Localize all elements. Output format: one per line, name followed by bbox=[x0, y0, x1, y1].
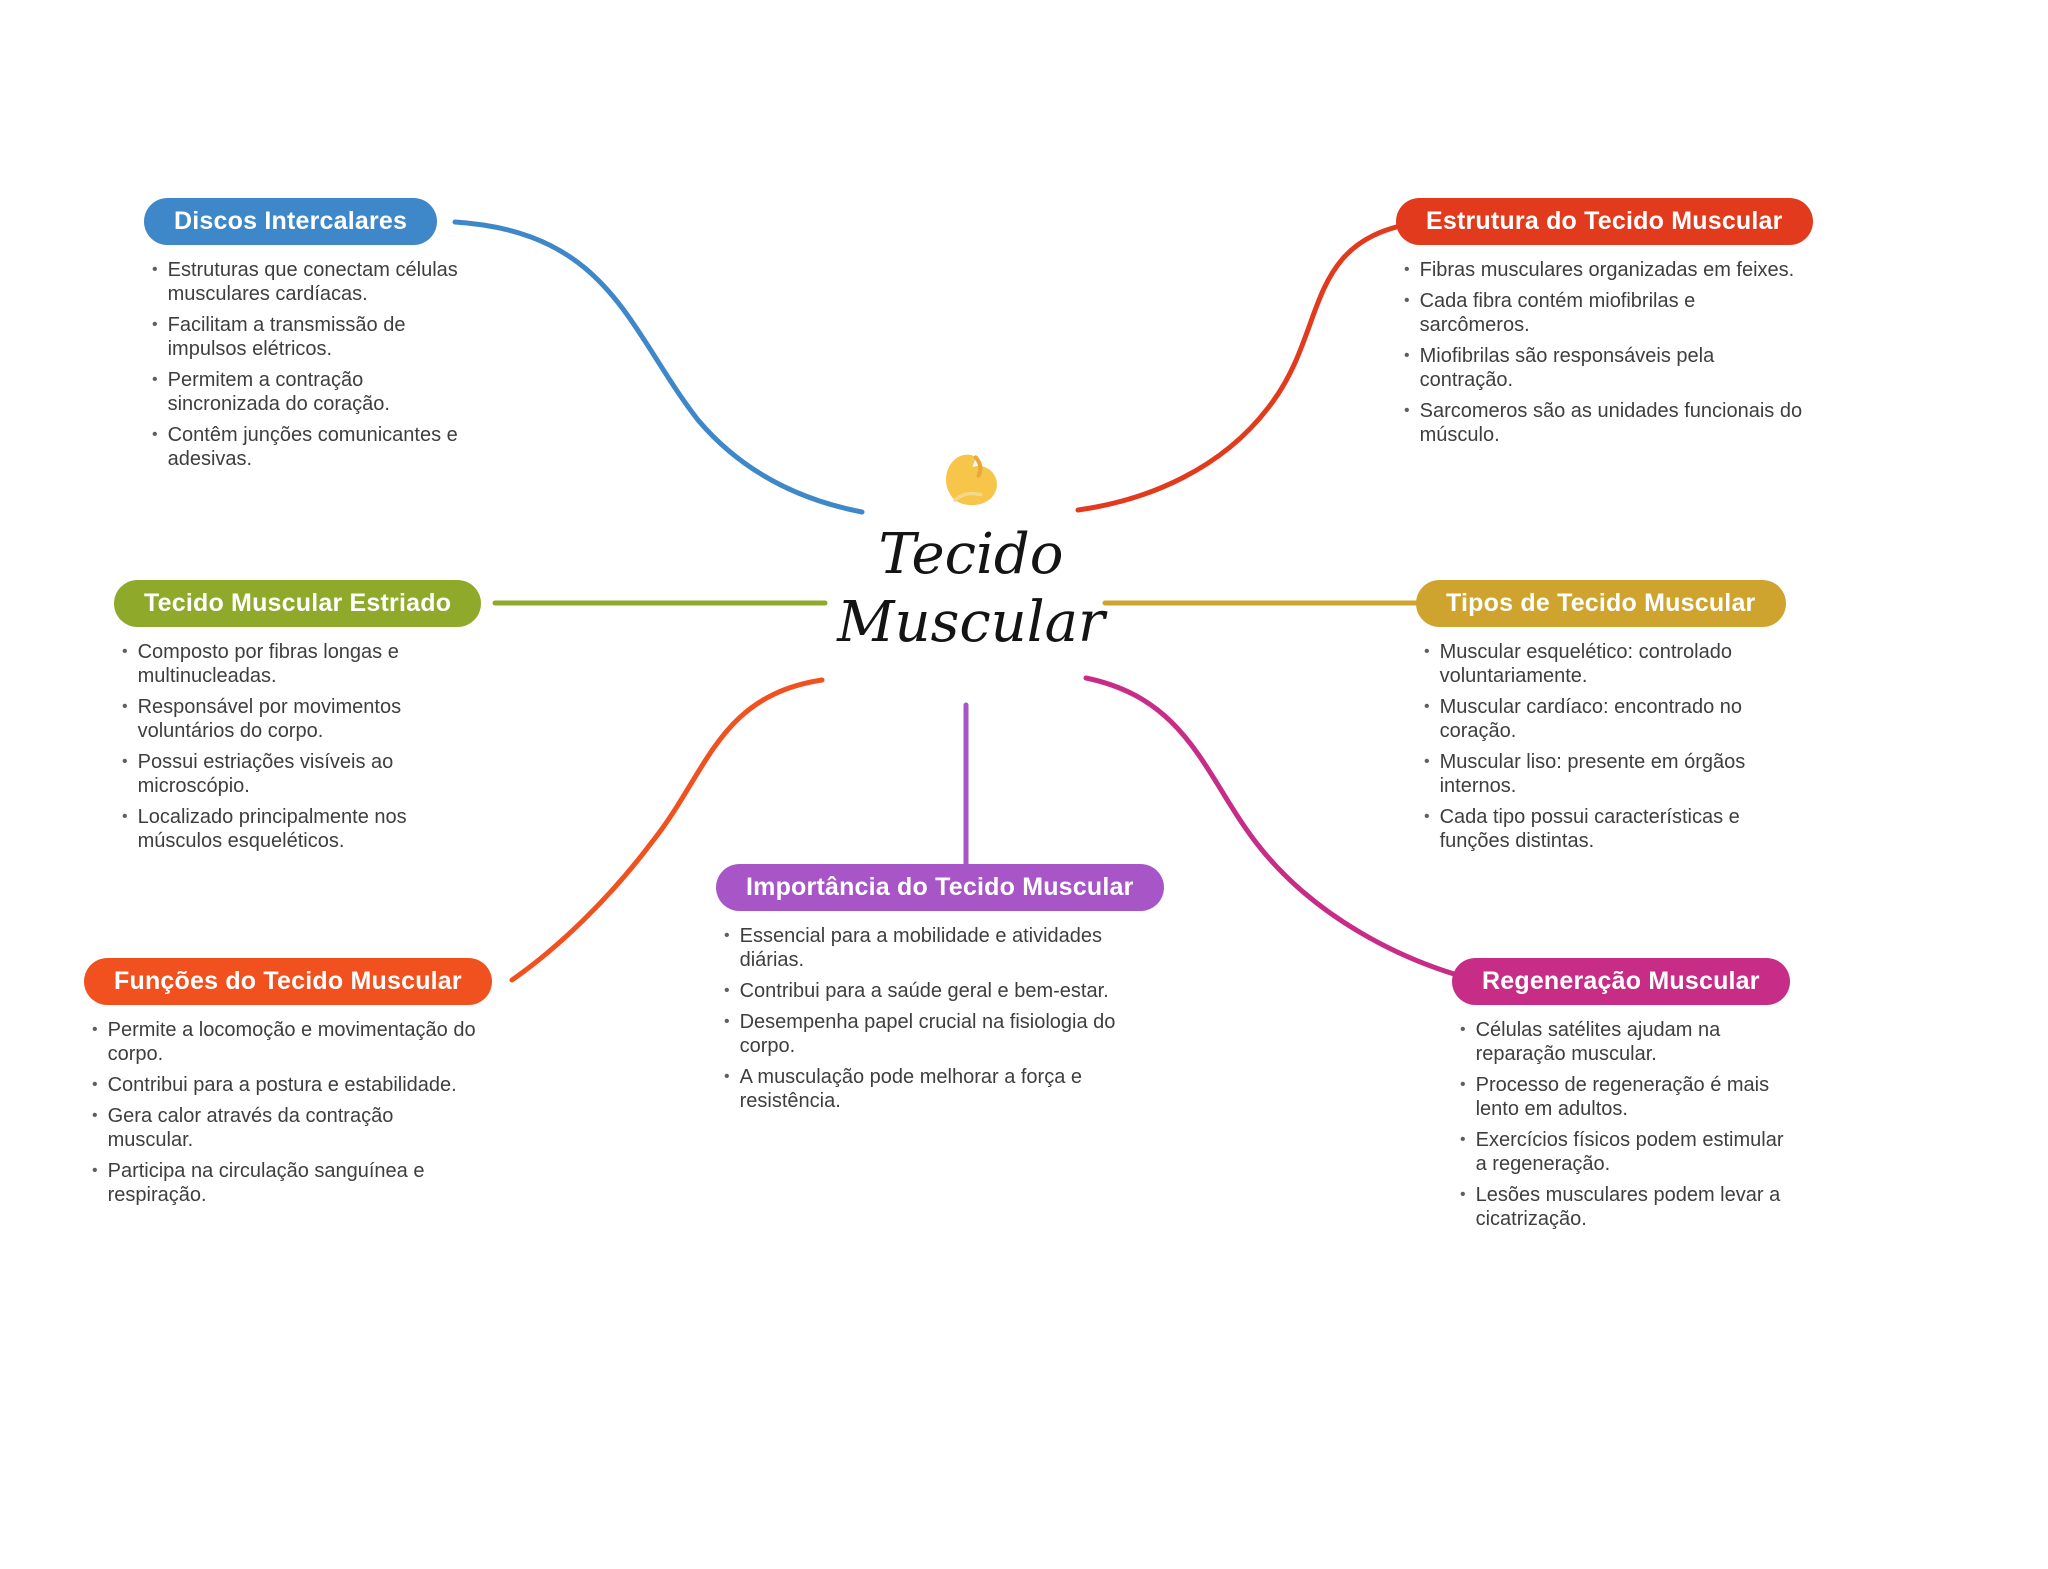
branch-header: Tecido Muscular Estriado bbox=[114, 580, 482, 627]
branch-header: Discos Intercalares bbox=[144, 198, 438, 245]
bullet-dot: • bbox=[92, 1076, 98, 1093]
connector-funcoes bbox=[509, 677, 825, 983]
bullet-dot: • bbox=[122, 808, 128, 825]
bullet-item: •Cada tipo possui características e funç… bbox=[1424, 806, 1740, 852]
bullet-dot: • bbox=[1404, 402, 1410, 419]
bullet-dot: • bbox=[1424, 643, 1430, 660]
connector-discos-intercalares bbox=[452, 219, 865, 515]
bullet-item: •Muscular liso: presente em órgãos inter… bbox=[1424, 751, 1746, 797]
connector-regeneracao bbox=[1083, 675, 1478, 983]
center-title: Tecido Muscular bbox=[806, 521, 1136, 658]
bullet-item: •Responsável por movimentos voluntários … bbox=[122, 696, 402, 742]
bullet-list: •Fibras musculares organizadas em feixes… bbox=[1404, 258, 1806, 447]
bullet-item: •Muscular cardíaco: encontrado no coraçã… bbox=[1424, 696, 1743, 742]
branch-header: Regeneração Muscular bbox=[1452, 958, 1790, 1005]
bullet-item: •Contêm junções comunicantes e adesivas. bbox=[152, 424, 458, 470]
bullet-dot: • bbox=[724, 927, 730, 944]
connector-estrutura bbox=[1075, 219, 1425, 513]
bullet-dot: • bbox=[152, 316, 158, 333]
branch-header: Tipos de Tecido Muscular bbox=[1416, 580, 1786, 627]
bullet-item: •Facilitam a transmissão de impulsos elé… bbox=[152, 314, 406, 360]
bullet-item: •Contribui para a saúde geral e bem-esta… bbox=[724, 980, 1109, 1002]
bullet-dot: • bbox=[92, 1021, 98, 1038]
bullet-dot: • bbox=[1460, 1021, 1466, 1038]
branch-importancia-do-tecido-muscular: Importância do Tecido Muscular •Essencia… bbox=[716, 864, 1164, 1113]
bullet-item: •Participa na circulação sanguínea e res… bbox=[92, 1160, 425, 1206]
bullet-dot: • bbox=[1460, 1076, 1466, 1093]
bullet-dot: • bbox=[152, 261, 158, 278]
branch-regeneracao-muscular: Regeneração Muscular •Células satélites … bbox=[1452, 958, 1798, 1231]
branch-header: Importância do Tecido Muscular bbox=[716, 864, 1164, 911]
bullet-item: •Células satélites ajudam na reparação m… bbox=[1460, 1019, 1721, 1065]
bullet-list: •Composto por fibras longas e multinucle… bbox=[122, 640, 428, 853]
bullet-dot: • bbox=[92, 1107, 98, 1124]
bullet-list: •Permite a locomoção e movimentação do c… bbox=[92, 1018, 482, 1207]
bullet-item: •Composto por fibras longas e multinucle… bbox=[122, 641, 399, 687]
bullet-item: •Permite a locomoção e movimentação do c… bbox=[92, 1019, 476, 1065]
bullet-item: •Fibras musculares organizadas em feixes… bbox=[1404, 259, 1795, 281]
center-title-line2: Muscular bbox=[837, 590, 1105, 656]
bullet-dot: • bbox=[122, 753, 128, 770]
bullet-dot: • bbox=[92, 1162, 98, 1179]
branch-discos-intercalares: Discos Intercalares •Estruturas que cone… bbox=[144, 198, 464, 471]
bullet-dot: • bbox=[1424, 698, 1430, 715]
bullet-item: •Muscular esquelético: controlado volunt… bbox=[1424, 641, 1732, 687]
bullet-dot: • bbox=[1424, 808, 1430, 825]
bullet-item: •A musculação pode melhorar a força e re… bbox=[724, 1066, 1083, 1112]
bullet-list: •Estruturas que conectam células muscula… bbox=[152, 258, 464, 471]
bullet-item: •Lesões musculares podem levar a cicatri… bbox=[1460, 1184, 1781, 1230]
center-node: Tecido Muscular bbox=[806, 440, 1136, 658]
bullet-item: •Exercícios físicos podem estimular a re… bbox=[1460, 1129, 1784, 1175]
bullet-item: •Contribui para a postura e estabilidade… bbox=[92, 1074, 457, 1096]
branch-estrutura-do-tecido-muscular: Estrutura do Tecido Muscular •Fibras mus… bbox=[1396, 198, 1813, 447]
bullet-item: •Essencial para a mobilidade e atividade… bbox=[724, 925, 1103, 971]
bullet-list: •Células satélites ajudam na reparação m… bbox=[1460, 1018, 1798, 1231]
bullet-item: •Gera calor através da contração muscula… bbox=[92, 1105, 394, 1151]
branch-header: Estrutura do Tecido Muscular bbox=[1396, 198, 1813, 245]
bullet-item: •Desempenha papel crucial na fisiologia … bbox=[724, 1011, 1116, 1057]
bullet-dot: • bbox=[724, 1013, 730, 1030]
bullet-dot: • bbox=[1404, 347, 1410, 364]
flexed-biceps-icon bbox=[933, 440, 1009, 516]
bullet-dot: • bbox=[1460, 1186, 1466, 1203]
bullet-item: •Possui estriações visíveis ao microscóp… bbox=[122, 751, 394, 797]
center-title-line1: Tecido bbox=[878, 522, 1064, 587]
bullet-dot: • bbox=[724, 982, 730, 999]
bullet-dot: • bbox=[724, 1068, 730, 1085]
bullet-dot: • bbox=[1424, 753, 1430, 770]
bullet-item: •Sarcomeros são as unidades funcionais d… bbox=[1404, 400, 1803, 446]
branch-tipos-de-tecido-muscular: Tipos de Tecido Muscular •Muscular esque… bbox=[1416, 580, 1786, 853]
bullet-list: •Essencial para a mobilidade e atividade… bbox=[724, 924, 1142, 1113]
branch-tecido-muscular-estriado: Tecido Muscular Estriado •Composto por f… bbox=[114, 580, 482, 853]
bullet-dot: • bbox=[152, 371, 158, 388]
bullet-item: •Localizado principalmente nos músculos … bbox=[122, 806, 407, 852]
bullet-dot: • bbox=[1404, 292, 1410, 309]
bullet-item: •Cada fibra contém miofibrilas e sarcôme… bbox=[1404, 290, 1696, 336]
bullet-item: •Miofibrilas são responsáveis pela contr… bbox=[1404, 345, 1715, 391]
bullet-dot: • bbox=[1460, 1131, 1466, 1148]
branch-header: Funções do Tecido Muscular bbox=[84, 958, 492, 1005]
bullet-item: •Processo de regeneração é mais lento em… bbox=[1460, 1074, 1770, 1120]
bullet-dot: • bbox=[122, 643, 128, 660]
bullet-dot: • bbox=[122, 698, 128, 715]
bullet-item: •Permitem a contração sincronizada do co… bbox=[152, 369, 390, 415]
bullet-dot: • bbox=[152, 426, 158, 443]
bullet-list: •Muscular esquelético: controlado volunt… bbox=[1424, 640, 1782, 853]
branch-funcoes-do-tecido-muscular: Funções do Tecido Muscular •Permite a lo… bbox=[84, 958, 492, 1207]
bullet-dot: • bbox=[1404, 261, 1410, 278]
bullet-item: •Estruturas que conectam células muscula… bbox=[152, 259, 458, 305]
